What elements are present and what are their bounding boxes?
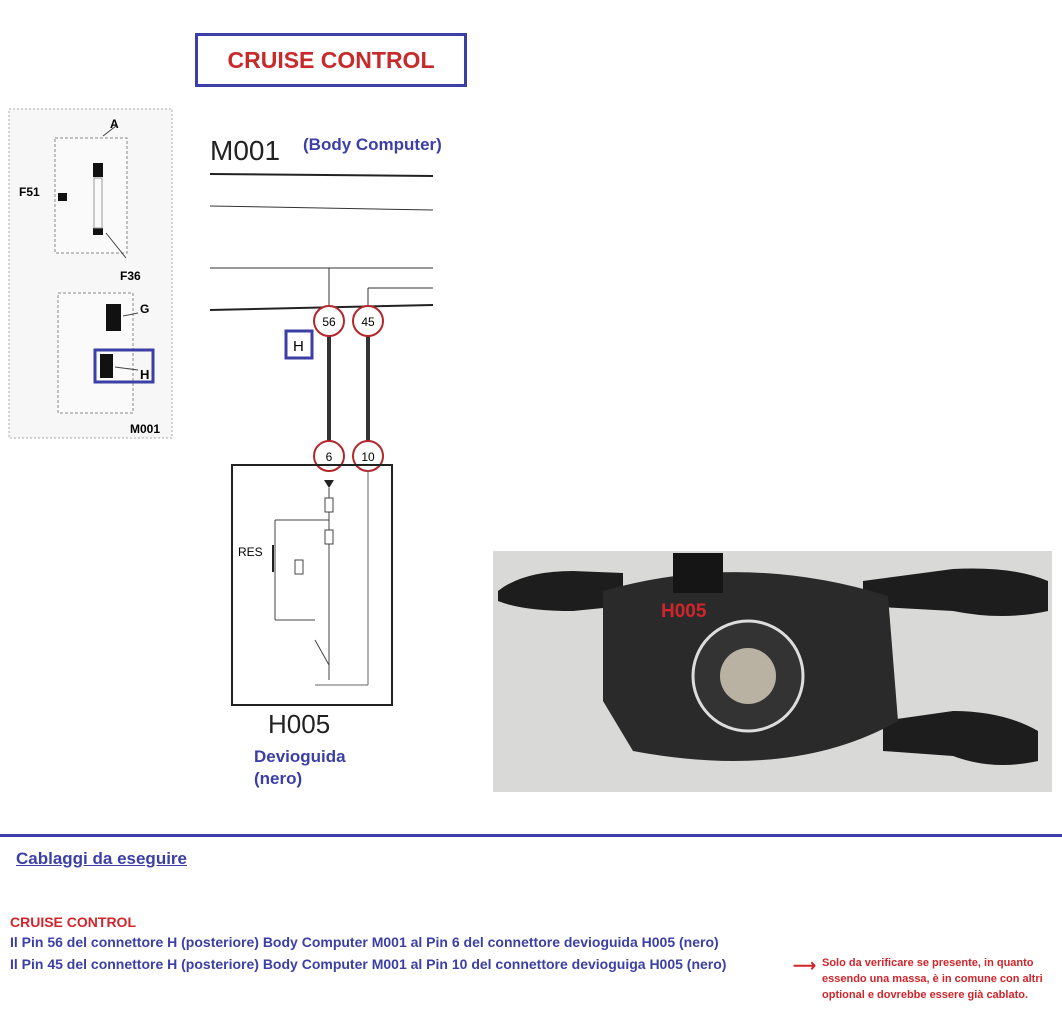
title-box: CRUISE CONTROL bbox=[195, 33, 467, 87]
wiring-schematic: M001 (Body Computer) H 56 45 6 10 RES H0… bbox=[209, 135, 442, 739]
note: Solo da verificare se presente, in quant… bbox=[822, 955, 1043, 1003]
label-m001: M001 bbox=[130, 422, 160, 436]
fusebox-diagram: A F51 F36 G H M001 bbox=[8, 108, 173, 439]
h005-color: (nero) bbox=[254, 769, 303, 788]
label-h: H bbox=[140, 367, 149, 382]
note-line-3: optional e dovrebbe essere già cablato. bbox=[822, 989, 1029, 1001]
note-line-1: Solo da verificare se presente, in quant… bbox=[822, 957, 1034, 969]
pin-56: 56 bbox=[322, 315, 336, 329]
section-heading: Cablaggi da eseguire bbox=[16, 849, 187, 868]
m001-label: M001 bbox=[210, 135, 280, 166]
arrow-icon: ⟶ bbox=[793, 958, 816, 975]
h005-label: H005 bbox=[268, 709, 330, 739]
label-f51: F51 bbox=[19, 185, 40, 199]
pin-45: 45 bbox=[361, 315, 375, 329]
res-label: RES bbox=[238, 545, 263, 559]
pin-10: 10 bbox=[361, 450, 375, 464]
m001-desc: (Body Computer) bbox=[303, 135, 442, 154]
instruction-line-1: Il Pin 56 del connettore H (posteriore) … bbox=[10, 934, 719, 950]
label-a: A bbox=[110, 117, 119, 131]
photo-label: H005 bbox=[661, 601, 707, 622]
devioguida-photo: H005 bbox=[493, 551, 1052, 792]
section-subheading: CRUISE CONTROL bbox=[10, 914, 136, 930]
title: CRUISE CONTROL bbox=[227, 46, 435, 73]
note-line-2: essendo una massa, è in comune con altri bbox=[822, 973, 1043, 985]
label-f36: F36 bbox=[120, 269, 141, 283]
label-g: G bbox=[140, 302, 149, 316]
pin-6: 6 bbox=[326, 450, 333, 464]
h005-desc: Devioguida bbox=[254, 747, 346, 766]
instruction-line-2: Il Pin 45 del connettore H (posteriore) … bbox=[10, 956, 727, 972]
connector-h: H bbox=[293, 338, 304, 355]
divider bbox=[0, 834, 1062, 837]
